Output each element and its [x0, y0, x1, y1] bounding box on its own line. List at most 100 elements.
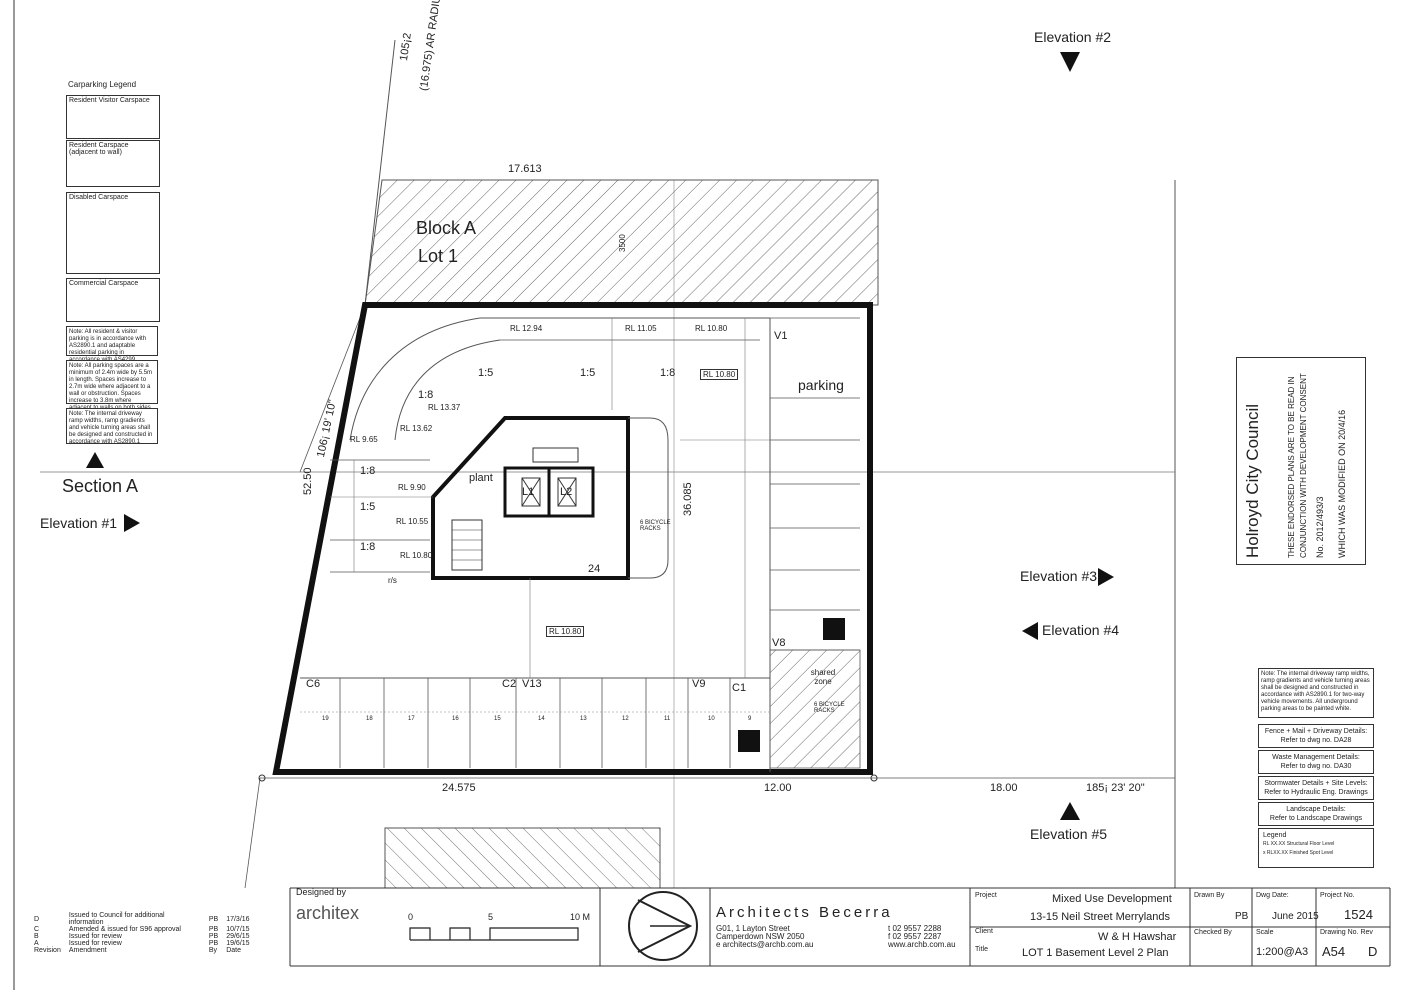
client-name: W & H Hawshar — [1098, 931, 1177, 943]
level-label: RL 9.90 — [398, 483, 426, 492]
title-label: Title — [975, 946, 988, 953]
bay-number: 11 — [664, 716, 671, 722]
firm-address-1: G01, 1 Layton Street — [716, 924, 790, 933]
legend-item: Resident Carspace (adjacent to wall) — [66, 140, 160, 187]
dim-bottom-left: 24.575 — [442, 782, 476, 794]
scale-10: 10 M — [570, 912, 591, 922]
dim-3500: 3500 — [618, 234, 627, 252]
stamp-line: CONJUNCTION WITH DEVELOPMENT CONSENT — [1299, 373, 1308, 558]
scale-5: 5 — [488, 912, 494, 922]
section-label: Section A — [62, 476, 139, 496]
bay-label: V9 — [692, 678, 706, 690]
drawing-no-label: Drawing No. Rev — [1320, 929, 1373, 936]
bay-label: V1 — [774, 330, 788, 342]
ramp-label: r/s — [388, 576, 397, 585]
parking-label: parking — [798, 377, 844, 393]
lift-1-label: L1 — [522, 486, 535, 498]
legend-note: Note: All resident & visitor parking is … — [66, 326, 158, 363]
bicycle-racks-shared: 6 BICYCLE RACKS — [814, 702, 845, 714]
checked-by-label: Checked By — [1194, 929, 1232, 936]
level-label: RL 13.37 — [428, 403, 461, 412]
grade-label: 1:8 — [660, 367, 676, 379]
drawn-by-label: Drawn By — [1194, 892, 1225, 899]
firm-phone: t 02 9557 2288 — [888, 924, 942, 933]
revision-letter: D — [1368, 944, 1378, 959]
stormwater-details: Stormwater Details + Site Levels:Refer t… — [1258, 776, 1374, 800]
landscape-details: Landscape Details:Refer to Landscape Dra… — [1258, 802, 1374, 826]
bay-number: 10 — [708, 716, 715, 722]
elevation-2-label: Elevation #2 — [1034, 29, 1112, 45]
bay-label: C6 — [306, 678, 321, 690]
lift-2-label: L2 — [560, 486, 573, 498]
elevation-3-label: Elevation #3 — [1020, 568, 1098, 584]
designed-by-label: Designed by — [296, 887, 347, 897]
dwg-date-label: Dwg Date: — [1256, 892, 1289, 899]
shared-zone-label: shared zone — [810, 668, 836, 686]
fence-details: Fence + Mail + Driveway Details:Refer to… — [1258, 724, 1374, 748]
grade-label: 1:5 — [478, 367, 494, 379]
dim-bottom-mid: 12.00 — [764, 782, 792, 794]
dim-inner-24: 24 — [588, 563, 601, 575]
level-label: RL 10.55 — [396, 517, 429, 526]
bay-label: V8 — [772, 637, 786, 649]
firm-email: e architects@archb.com.au — [716, 940, 814, 949]
client-label: Client — [975, 928, 993, 935]
bay-number: 15 — [494, 716, 501, 722]
stamp-line: No. 2012/493/3 — [1315, 496, 1325, 558]
legend-note: Note: All parking spaces are a minimum o… — [66, 360, 158, 418]
dim-right-inner: 36.085 — [682, 482, 694, 516]
drawing-title: LOT 1 Basement Level 2 Plan — [1022, 947, 1169, 959]
project-no: 1524 — [1344, 907, 1373, 922]
bay-number: 9 — [748, 716, 752, 722]
grade-label: 1:8 — [418, 389, 434, 401]
elevation-4-label: Elevation #4 — [1042, 622, 1120, 638]
legend-item: Commercial Carspace — [66, 278, 160, 322]
drawn-by: PB — [1235, 911, 1249, 922]
bay-number: 14 — [538, 716, 545, 722]
stamp-council: Holroyd City Council — [1243, 404, 1262, 558]
level-label: RL 13.62 — [400, 424, 433, 433]
bay-label: C1 — [732, 682, 747, 694]
legend-item: Disabled Carspace — [66, 192, 160, 274]
firm-fax: f 02 9557 2287 — [888, 932, 942, 941]
scale-0: 0 — [408, 912, 414, 922]
bay-number: 17 — [408, 716, 415, 722]
bay-label: V13 — [522, 678, 542, 690]
level-box: RL 10.80 — [700, 369, 739, 380]
level-label: RL 10.80 — [400, 551, 433, 560]
grade-label: 1:5 — [360, 501, 376, 513]
bay-number: 16 — [452, 716, 459, 722]
legend-title: Carparking Legend — [68, 80, 137, 89]
project-name: Mixed Use Development — [1052, 893, 1172, 905]
grade-label: 1:8 — [360, 465, 376, 477]
grade-label: 1:5 — [580, 367, 596, 379]
dim-left: 52.50 — [302, 467, 314, 495]
stamp-line: WHICH WAS MODIFIED ON 20/4/16 — [1337, 409, 1347, 558]
bay-label: C2 — [502, 678, 517, 690]
dim-bottom-right: 18.00 — [990, 782, 1018, 794]
legend-box: Legend RL XX.XX Structural Floor Level x… — [1258, 828, 1374, 868]
level-box: RL 10.80 — [546, 626, 585, 637]
drawing-no: A54 — [1322, 944, 1346, 959]
level-label: RL 10.80 — [695, 324, 728, 333]
level-label: RL 9.65 — [350, 435, 378, 444]
lot-label: Lot 1 — [418, 246, 459, 266]
designed-by-logo: architex — [296, 903, 360, 923]
firm-web: www.archb.com.au — [888, 940, 956, 949]
bay-number: 18 — [366, 716, 373, 722]
scale-value: 1:200@A3 — [1256, 946, 1309, 958]
project-label: Project — [975, 892, 997, 899]
bay-number: 13 — [580, 716, 587, 722]
stamp-line: THESE ENDORSED PLANS ARE TO BE READ IN — [1287, 376, 1296, 558]
bicycle-racks-core: 6 BICYCLE RACKS — [640, 520, 671, 532]
level-label: RL 12.94 — [510, 324, 543, 333]
bay-number: 19 — [322, 716, 329, 722]
plant-label: plant — [469, 472, 493, 484]
firm-address-2: Camperdown NSW 2050 — [716, 932, 805, 941]
elevation-1-label: Elevation #1 — [40, 515, 118, 531]
elevation-5-label: Elevation #5 — [1030, 826, 1108, 842]
dim-bottom-bearing: 185¡ 23' 20" — [1086, 782, 1145, 794]
right-note: Note: The internal driveway ramp widths,… — [1258, 668, 1374, 718]
